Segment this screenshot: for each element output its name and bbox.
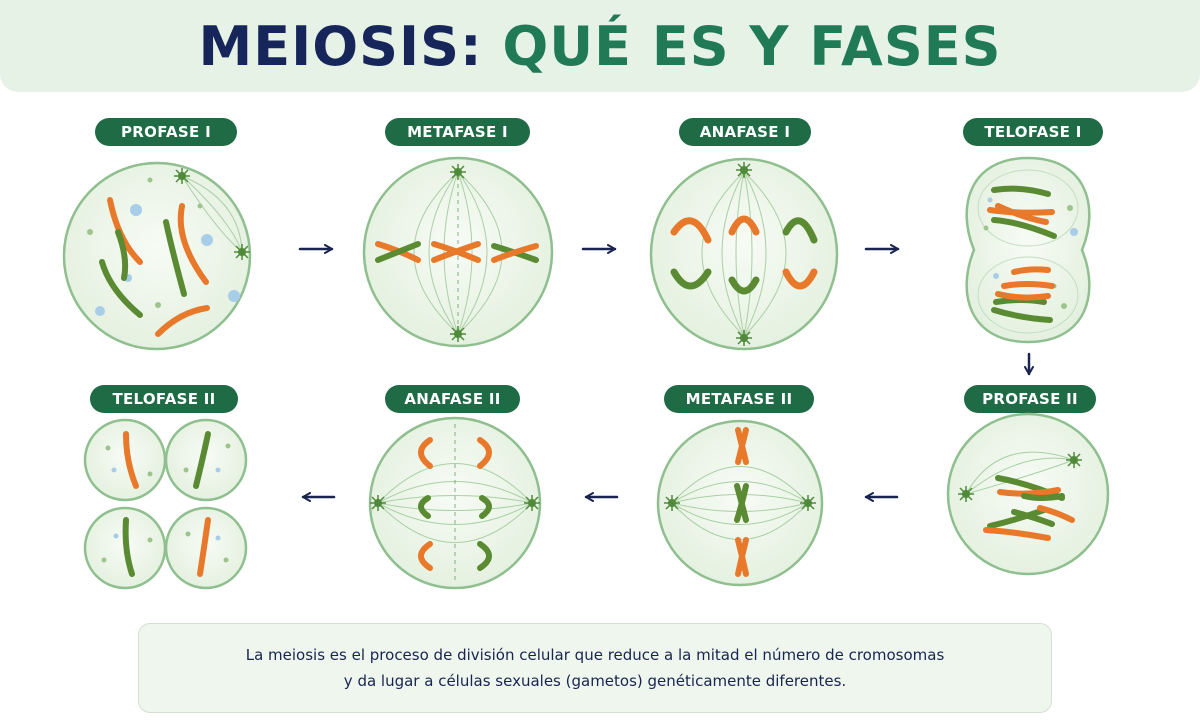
description-line-2: y da lugar a células sexuales (gametos) … xyxy=(343,672,847,690)
centrosome-icon xyxy=(449,163,467,181)
label-profase-2: PROFASE II xyxy=(964,385,1096,413)
label-profase-1: PROFASE I xyxy=(95,118,237,146)
chromosome xyxy=(99,259,143,318)
title-part-2: QUÉ ES Y FASES xyxy=(502,14,1002,78)
chromosome xyxy=(115,229,129,281)
centrosome-icon xyxy=(449,325,467,343)
label-metafase-2: METAFASE II xyxy=(664,385,814,413)
centrosome-icon xyxy=(799,494,817,512)
cell-profase-1 xyxy=(62,161,252,351)
label-anafase-2: ANAFASE II xyxy=(385,385,520,413)
cell-anafase-1 xyxy=(649,157,839,351)
title-part-1: MEIOSIS: xyxy=(198,14,483,78)
centrosome-icon xyxy=(735,329,753,347)
centrosome-icon xyxy=(523,494,541,512)
cell-metafase-2 xyxy=(656,419,824,587)
centrosome-icon xyxy=(1065,451,1083,469)
cell-anafase-2 xyxy=(368,416,542,590)
centrosome-icon xyxy=(957,485,975,503)
title-banner: MEIOSIS: QUÉ ES Y FASES xyxy=(0,0,1200,92)
cell-telofase-2 xyxy=(83,418,248,590)
centrosome-icon xyxy=(735,161,753,179)
centrosome-icon xyxy=(663,494,681,512)
cell-metafase-1 xyxy=(362,156,554,348)
centrosome-icon xyxy=(173,167,191,185)
label-telofase-2: TELOFASE II xyxy=(90,385,238,413)
description-line-1: La meiosis es el proceso de división cel… xyxy=(245,646,945,664)
page-title: MEIOSIS: QUÉ ES Y FASES xyxy=(199,15,1002,78)
chromosome xyxy=(163,219,187,297)
centrosome-icon xyxy=(369,494,387,512)
cell-profase-2 xyxy=(946,412,1110,576)
chromosome xyxy=(155,305,210,337)
label-anafase-1: ANAFASE I xyxy=(679,118,811,146)
label-metafase-1: METAFASE I xyxy=(385,118,530,146)
cell-telofase-1 xyxy=(965,156,1091,344)
chromosome xyxy=(177,203,209,285)
description-box: La meiosis es el proceso de división cel… xyxy=(138,623,1052,713)
centrosome-icon xyxy=(233,243,251,261)
label-telofase-1: TELOFASE I xyxy=(963,118,1103,146)
